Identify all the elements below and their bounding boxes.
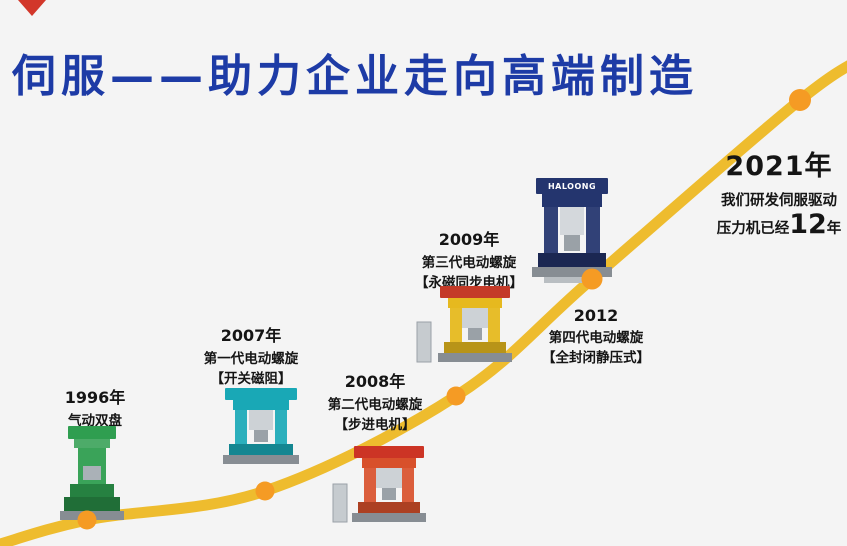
milestone-1996: 1996年 气动双盘 (65, 384, 126, 432)
milestone-2008-line2: 【步进电机】 (334, 416, 416, 433)
milestone-2012: 2012 第四代电动螺旋 【全封闭静压式】 (542, 306, 650, 368)
machine-2012-illustration: HALOONG (524, 176, 620, 294)
machine-2007-illustration (215, 386, 307, 472)
milestone-2008-line1: 第二代电动螺旋 (327, 397, 423, 413)
machine-2012-brand-label: HALOONG (548, 182, 596, 191)
machine-1996-illustration (52, 424, 132, 522)
milestone-2007-line1: 第一代电动螺旋 (203, 351, 299, 367)
milestone-2007: 2007年 第一代电动螺旋 【开关磁阻】 (204, 322, 299, 389)
milestone-2009-line1: 第三代电动螺旋 (421, 255, 517, 271)
machine-2008-illustration (332, 444, 428, 538)
top-left-red-mark (18, 0, 46, 16)
milestone-2007-line2: 【开关磁阻】 (210, 370, 292, 387)
milestone-2012-line1: 第四代电动螺旋 (548, 330, 644, 346)
milestone-2021-year: 2021年 (725, 151, 833, 182)
milestone-2009: 2009年 第三代电动螺旋 【永磁同步电机】 (415, 226, 523, 293)
milestone-2021-line2-suffix: 年 (826, 221, 842, 237)
milestone-2021-line2: 压力机已经12年 (716, 211, 842, 238)
milestone-2009-year: 2009年 (438, 230, 500, 249)
milestone-2021-line1: 我们研发伺服驱动 (720, 193, 837, 209)
page-title: 伺服——助力企业走向高端制造 (12, 51, 698, 102)
milestone-2021-years-count: 12 (789, 209, 827, 240)
milestone-2008: 2008年 第二代电动螺旋 【步进电机】 (328, 368, 423, 435)
milestone-2012-year: 2012 (573, 306, 619, 325)
milestone-1996-year: 1996年 (64, 388, 126, 407)
milestone-2021: 2021年 我们研发伺服驱动 压力机已经12年 (717, 144, 842, 244)
machine-2009-illustration (416, 284, 514, 372)
milestone-2012-line2: 【全封闭静压式】 (542, 349, 650, 366)
milestone-1996-line1: 气动双盘 (67, 413, 122, 429)
milestone-2008-year: 2008年 (344, 372, 406, 391)
milestone-2021-line2-prefix: 压力机已经 (716, 221, 790, 237)
milestone-2007-year: 2007年 (220, 326, 282, 345)
